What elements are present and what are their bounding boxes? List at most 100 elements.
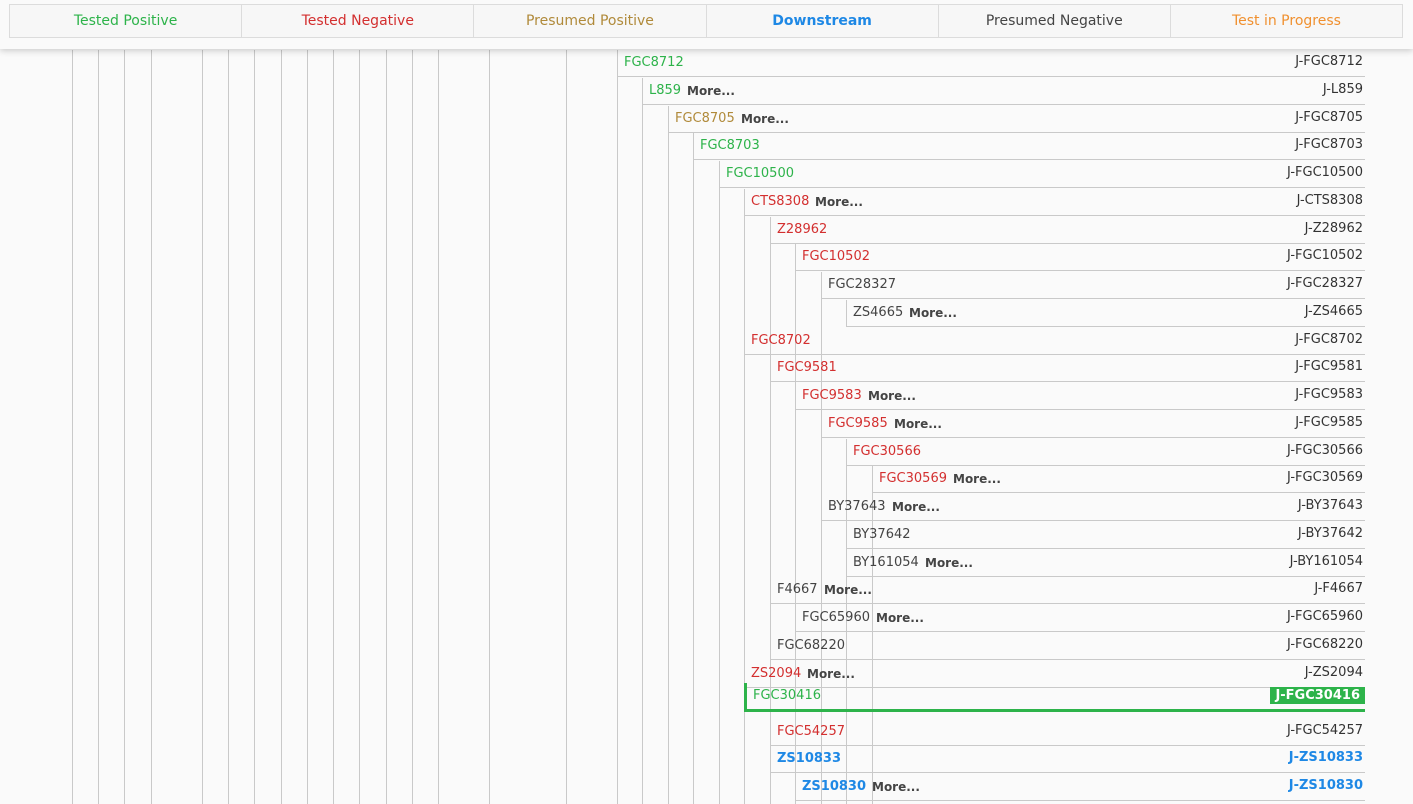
tree-node-row[interactable]: FGC68220 J-FGC68220 — [770, 633, 1365, 660]
legend-tested-negative[interactable]: Tested Negative — [242, 5, 475, 37]
haplogroup-label[interactable]: J-FGC8702 — [1295, 332, 1363, 347]
snp-name[interactable]: FGC30416 — [753, 688, 821, 703]
tree-node-row[interactable]: FGC9583 More... J-FGC9583 — [795, 383, 1365, 410]
tree-node-row[interactable]: FGC30416 J-FGC30416 — [744, 683, 1365, 712]
haplogroup-label[interactable]: J-L859 — [1322, 82, 1363, 97]
tree-node-row[interactable]: FGC10500 J-FGC10500 — [719, 161, 1365, 188]
haplogroup-label[interactable]: J-FGC8712 — [1295, 54, 1363, 69]
snp-name[interactable]: FGC30569 — [879, 471, 947, 486]
tree-node-row[interactable]: FGC54257 J-FGC54257 — [770, 719, 1365, 746]
haplogroup-label[interactable]: J-FGC9585 — [1295, 415, 1363, 430]
tree-node-row[interactable]: FGC28327 J-FGC28327 — [821, 272, 1365, 299]
snp-name[interactable]: FGC65960 — [802, 610, 870, 625]
snp-name[interactable]: FGC30566 — [853, 444, 921, 459]
tree-node-row[interactable]: BY37643 More... J-BY37643 — [821, 494, 1365, 521]
snp-name[interactable]: ZS10830 — [802, 779, 867, 794]
more-link[interactable]: More... — [892, 500, 940, 514]
snp-name[interactable]: FGC10500 — [726, 166, 794, 181]
tree-node-row[interactable]: ZS4665 More... J-ZS4665 — [846, 300, 1365, 327]
tree-node-row[interactable]: FGC9585 More... J-FGC9585 — [821, 411, 1365, 438]
more-link[interactable]: More... — [868, 389, 916, 403]
more-link[interactable]: More... — [909, 306, 957, 320]
more-link[interactable]: More... — [687, 84, 735, 98]
tree-node-row[interactable]: FGC65960 More... J-FGC65960 — [795, 605, 1365, 632]
tree-node-row[interactable]: ZS10833 J-ZS10833 — [770, 746, 1365, 773]
tree-node-row[interactable]: L859 More... J-L859 — [642, 78, 1365, 105]
more-link[interactable]: More... — [894, 417, 942, 431]
haplogroup-label[interactable]: J-FGC30566 — [1286, 443, 1363, 458]
haplogroup-label[interactable]: J-FGC9583 — [1295, 387, 1363, 402]
tree-node-row[interactable]: BY161054 More... J-BY161054 — [846, 550, 1365, 577]
haplogroup-label[interactable]: J-ZS10833 — [1288, 750, 1363, 765]
haplogroup-label[interactable]: J-F4667 — [1314, 581, 1363, 596]
haplogroup-label[interactable]: J-FGC30569 — [1286, 470, 1363, 485]
more-link[interactable]: More... — [807, 667, 855, 681]
haplogroup-label[interactable]: J-ZS2094 — [1304, 665, 1363, 680]
snp-name[interactable]: FGC8712 — [624, 55, 684, 70]
tree-node-row[interactable]: FGC8702 J-FGC8702 — [744, 328, 1365, 355]
legend-downstream[interactable]: Downstream — [707, 5, 939, 37]
snp-name[interactable]: FGC8702 — [751, 333, 811, 348]
more-link[interactable]: More... — [876, 611, 924, 625]
tree-node-row[interactable]: FGC8703 J-FGC8703 — [693, 133, 1365, 160]
snp-name[interactable]: FGC28327 — [828, 277, 896, 292]
legend-presumed-negative[interactable]: Presumed Negative — [939, 5, 1171, 37]
haplogroup-label[interactable]: J-FGC28327 — [1286, 276, 1363, 291]
tree-node-row[interactable]: ZS2094 More... J-ZS2094 — [744, 661, 1365, 688]
haplogroup-label[interactable]: J-Z28962 — [1304, 221, 1363, 236]
snp-name[interactable]: BY37643 — [828, 499, 886, 514]
snp-name[interactable]: CTS8308 — [751, 194, 810, 209]
tree-node-row[interactable]: ZS10830 More... J-ZS10830 — [795, 774, 1365, 801]
haplogroup-label[interactable]: J-FGC9581 — [1295, 359, 1363, 374]
haplogroup-label[interactable]: J-FGC10500 — [1286, 165, 1363, 180]
snp-name[interactable]: FGC68220 — [777, 638, 845, 653]
snp-name[interactable]: ZS10833 — [777, 751, 842, 766]
snp-name[interactable]: L859 — [649, 83, 682, 98]
legend-test-in-progress[interactable]: Test in Progress — [1231, 13, 1341, 29]
haplogroup-label[interactable]: J-BY161054 — [1289, 554, 1363, 569]
legend-tested-positive[interactable]: Tested Positive — [10, 5, 243, 37]
haplogroup-label[interactable]: J-ZS10830 — [1288, 778, 1363, 793]
haplogroup-label[interactable]: J-FGC54257 — [1286, 723, 1363, 738]
haplogroup-label[interactable]: J-BY37642 — [1297, 526, 1363, 541]
more-link[interactable]: More... — [925, 556, 973, 570]
snp-name[interactable]: FGC8703 — [700, 138, 760, 153]
haplogroup-label[interactable]: J-FGC8705 — [1295, 110, 1363, 125]
tree-node-row[interactable]: Z28962 J-Z28962 — [770, 217, 1365, 244]
snp-name[interactable]: FGC54257 — [777, 724, 845, 739]
legend-presumed-positive[interactable]: Presumed Positive — [474, 5, 707, 37]
tree-node-row[interactable]: F4667 More... J-F4667 — [770, 577, 1365, 604]
snp-name[interactable]: FGC9583 — [802, 388, 862, 403]
tree-node-row[interactable]: BY37642 J-BY37642 — [846, 522, 1365, 549]
snp-name[interactable]: ZS2094 — [751, 666, 802, 681]
snp-name[interactable]: FGC8705 — [675, 111, 735, 126]
haplogroup-label[interactable]: J-FGC10502 — [1286, 248, 1363, 263]
snp-name[interactable]: BY37642 — [853, 527, 911, 542]
tree-node-row[interactable]: FGC8712 J-FGC8712 — [617, 50, 1365, 77]
snp-name[interactable]: BY161054 — [853, 555, 919, 570]
haplogroup-label[interactable]: J-FGC30416 — [1270, 687, 1365, 704]
haplogroup-label[interactable]: J-CTS8308 — [1296, 193, 1363, 208]
haplogroup-label[interactable]: J-FGC8703 — [1295, 137, 1363, 152]
snp-name[interactable]: FGC9585 — [828, 416, 888, 431]
tree-node-row[interactable]: FGC30566 J-FGC30566 — [846, 439, 1365, 466]
snp-name[interactable]: FGC9581 — [777, 360, 837, 375]
snp-name[interactable]: ZS4665 — [853, 305, 904, 320]
snp-name[interactable]: Z28962 — [777, 222, 828, 237]
more-link[interactable]: More... — [741, 112, 789, 126]
tree-node-row[interactable]: FGC10502 J-FGC10502 — [795, 244, 1365, 271]
more-link[interactable]: More... — [953, 472, 1001, 486]
snp-name[interactable]: FGC10502 — [802, 249, 870, 264]
haplogroup-label[interactable]: J-BY37643 — [1297, 498, 1363, 513]
more-link[interactable]: More... — [872, 780, 920, 794]
tree-node-row[interactable]: FGC8705 More... J-FGC8705 — [668, 106, 1365, 133]
tree-node-row[interactable]: FGC9581 J-FGC9581 — [770, 355, 1365, 382]
snp-name[interactable]: F4667 — [777, 582, 818, 597]
tree-node-row[interactable]: FGC30569 More... J-FGC30569 — [872, 466, 1365, 493]
haplogroup-label[interactable]: J-FGC68220 — [1286, 637, 1363, 652]
tree-node-row[interactable]: CTS8308 More... J-CTS8308 — [744, 189, 1365, 216]
haplogroup-label[interactable]: J-ZS4665 — [1304, 304, 1363, 319]
more-link[interactable]: More... — [824, 583, 872, 597]
more-link[interactable]: More... — [815, 195, 863, 209]
haplogroup-label[interactable]: J-FGC65960 — [1286, 609, 1363, 624]
